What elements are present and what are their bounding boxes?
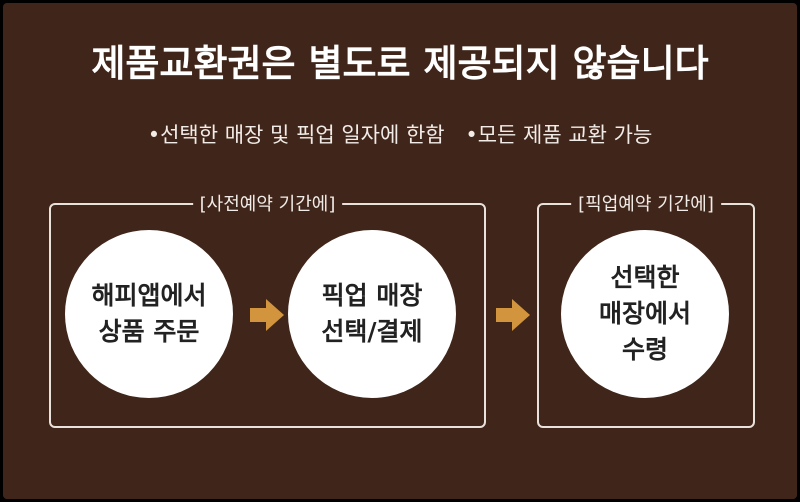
preorder-period-group: [사전예약 기간에] [49, 190, 486, 428]
step-pickup-circle: 선택한 매장에서 수령 [561, 230, 729, 398]
pickup-period-group: [픽업예약 기간에] [537, 190, 755, 428]
step-pickup-line2: 매장에서 [598, 299, 691, 328]
subtitle: •선택한 매장 및 픽업 일자에 한함 •모든 제품 교환 가능 [3, 119, 797, 149]
notice-panel: 제품교환권은 별도로 제공되지 않습니다 •선택한 매장 및 픽업 일자에 한함… [3, 3, 797, 499]
step-order-line1: 해피앱에서 [91, 281, 207, 310]
step-pickup-line1: 선택한 [610, 263, 680, 292]
subtitle-item-all-products: •모든 제품 교환 가능 [465, 123, 653, 147]
step-select-pay-line2: 선택/결제 [321, 317, 423, 346]
pickup-period-label: [픽업예약 기간에] [571, 190, 721, 216]
step-order-line2: 상품 주문 [98, 317, 200, 346]
right-arrow-icon [250, 299, 284, 331]
step-select-pay-line1: 픽업 매장 [321, 281, 423, 310]
right-arrow-icon [496, 299, 530, 331]
subtitle-item-store-date: •선택한 매장 및 픽업 일자에 한함 [147, 123, 445, 147]
preorder-period-label: [사전예약 기간에] [192, 190, 343, 216]
step-pickup-line3: 수령 [621, 335, 668, 364]
step-select-pay-circle: 픽업 매장 선택/결제 [288, 230, 456, 398]
page-title: 제품교환권은 별도로 제공되지 않습니다 [91, 42, 709, 85]
step-order-circle: 해피앱에서 상품 주문 [65, 230, 233, 398]
